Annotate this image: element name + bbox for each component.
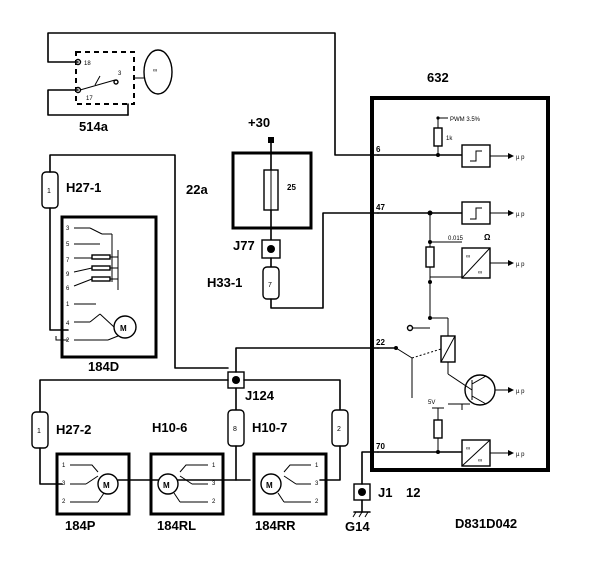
voltage-5v: 5V — [428, 400, 435, 406]
diagram-code: D831D042 — [455, 516, 517, 531]
junction-j1: J1 12 — [353, 483, 420, 501]
motor-184d: 3 5 7 9 6 1 4 2 M 184D — [60, 215, 158, 374]
wire-j124-to-ecu-22 — [235, 347, 379, 373]
label-184p: 184P — [65, 518, 96, 533]
switch-pin-18: 18 — [84, 61, 91, 67]
svg-text:∞: ∞ — [466, 446, 470, 452]
label-632: 632 — [427, 70, 449, 85]
label-j77: J77 — [233, 238, 255, 253]
svg-text:∞: ∞ — [466, 254, 470, 260]
svg-text:1: 1 — [62, 463, 66, 469]
fuse-value: 25 — [287, 183, 296, 192]
motor-184rr: 1 3 2 M 184RR — [252, 452, 328, 533]
label-j1-pin: 12 — [406, 485, 420, 500]
svg-text:70: 70 — [376, 442, 385, 451]
label-h10-6: H10-6 — [152, 420, 187, 435]
label-h33-1: H33-1 — [207, 275, 242, 290]
label-h27-1: H27-1 — [66, 180, 101, 195]
svg-text:1: 1 — [37, 428, 41, 435]
label-184rr: 184RR — [255, 518, 296, 533]
label-j124: J124 — [245, 388, 275, 403]
svg-text:6: 6 — [66, 286, 70, 292]
svg-text:∞: ∞ — [478, 458, 482, 464]
junction-j124: J124 — [227, 371, 275, 403]
label-g14: G14 — [345, 519, 370, 534]
fuse-box: +30 25 — [231, 115, 313, 241]
ground-g14: G14 — [345, 499, 371, 534]
connector-h-right: 2 — [331, 409, 349, 447]
motor-184d-m: M — [120, 324, 127, 333]
svg-text:µ p: µ p — [516, 452, 525, 458]
svg-text:7: 7 — [66, 258, 70, 264]
svg-text:2: 2 — [62, 499, 66, 505]
h27-1-pin: 1 — [47, 188, 51, 195]
svg-text:4: 4 — [66, 321, 70, 327]
wire-h27-2-to-184p — [39, 447, 63, 485]
resistor-0015-label: 0.015 — [448, 236, 464, 242]
svg-text:1: 1 — [212, 463, 216, 469]
svg-text:1: 1 — [66, 302, 70, 308]
pwm-label: PWM 3.5% — [450, 117, 481, 123]
motor-184rl: 1 3 2 M 184RL — [149, 452, 225, 533]
switch-514a: ∞ 18 3 17 514a — [74, 49, 173, 134]
ohm-symbol: Ω — [484, 233, 491, 242]
switch-pin-17: 17 — [86, 96, 93, 102]
svg-text:2: 2 — [337, 426, 341, 433]
svg-text:3: 3 — [315, 481, 319, 487]
label-plus30: +30 — [248, 115, 270, 130]
connector-h27-2: 1 H27-2 — [31, 411, 91, 449]
wire-j124-left — [39, 379, 229, 413]
switch-pill-label: ∞ — [153, 68, 157, 74]
label-514a: 514a — [79, 119, 109, 134]
svg-text:8: 8 — [233, 426, 237, 433]
svg-text:µ p: µ p — [516, 212, 525, 218]
connector-h33-1: 7 H33-1 — [207, 266, 280, 300]
svg-text:µ p: µ p — [516, 262, 525, 268]
wire-h33-to-ecu-47 — [270, 212, 379, 309]
label-h10-7: H10-7 — [252, 420, 287, 435]
label-184d: 184D — [88, 359, 119, 374]
svg-text:∞: ∞ — [478, 270, 482, 276]
connector-h10-6: 8 H10-6 — [152, 409, 245, 447]
wire-h10-6-to-184p — [117, 445, 237, 481]
svg-text:2: 2 — [212, 499, 216, 505]
wire-switch-bottom — [47, 89, 129, 116]
connector-h27-1: 1 H27-1 — [41, 171, 101, 209]
label-184rl: 184RL — [157, 518, 196, 533]
svg-text:M: M — [163, 481, 170, 490]
svg-text:47: 47 — [376, 203, 385, 212]
svg-text:2: 2 — [66, 338, 70, 344]
svg-text:6: 6 — [376, 145, 381, 154]
svg-text:µ p: µ p — [516, 389, 525, 395]
wire-switch-top-to-ecu-6 — [47, 32, 379, 156]
wire-h-right-to-184rr — [319, 445, 341, 481]
svg-text:22: 22 — [376, 338, 385, 347]
svg-text:2: 2 — [315, 499, 319, 505]
label-j1: J1 — [378, 485, 392, 500]
wire-j124-right — [243, 379, 341, 411]
svg-text:3: 3 — [66, 226, 70, 232]
svg-text:µ p: µ p — [516, 155, 525, 161]
wire-h27-1-to-j124 — [49, 154, 229, 369]
svg-text:5: 5 — [66, 242, 70, 248]
svg-text:M: M — [266, 481, 273, 490]
svg-text:1: 1 — [315, 463, 319, 469]
motor-184p: 1 3 2 M 184P — [55, 452, 131, 533]
svg-text:3: 3 — [62, 481, 66, 487]
label-22a: 22a — [186, 182, 208, 197]
ecu-632: 632 6 47 22 70 PWM 3.5% 1k µ p µ p — [370, 70, 550, 472]
svg-text:M: M — [103, 481, 110, 490]
svg-text:3: 3 — [212, 481, 216, 487]
resistor-1k-label: 1k — [446, 136, 453, 142]
svg-text:9: 9 — [66, 272, 70, 278]
h33-pin: 7 — [268, 282, 272, 289]
switch-pin-3: 3 — [118, 71, 122, 77]
label-h27-2: H27-2 — [56, 422, 91, 437]
connector-j77: J77 — [233, 238, 281, 268]
wire-h27-1-to-184d — [49, 207, 69, 331]
